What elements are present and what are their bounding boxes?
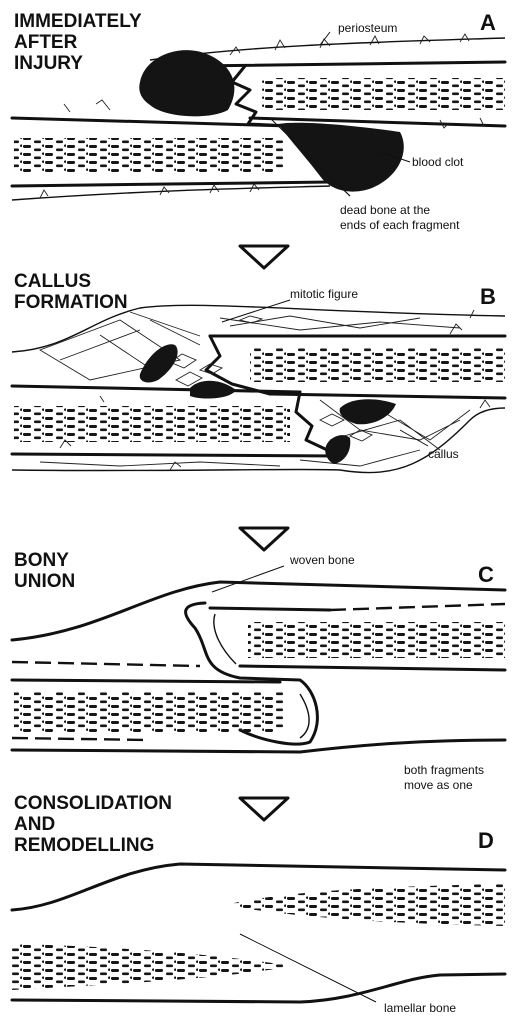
panel-a-heading-line-1: IMMEDIATELY [14, 11, 142, 32]
blood-clot [140, 344, 178, 382]
periosteum-line-lower [12, 186, 330, 200]
panel-c-heading-line-2: UNION [14, 571, 75, 592]
leader-periosteum [320, 32, 330, 45]
inner-cortex-right-top-dashed [330, 604, 505, 610]
bone-cortex-mid-right [270, 394, 505, 398]
panel-a-heading-line-3: INJURY [14, 53, 83, 74]
label-dead-bone-line-1: dead bone at the [340, 203, 430, 217]
panel-c-heading-line-1: BONY [14, 550, 69, 571]
leader-mitotic-figure [222, 300, 290, 322]
blood-clot [340, 399, 396, 424]
panel-a-heading-line-2: AFTER [14, 32, 78, 53]
inner-cortex-right-top [210, 608, 330, 610]
blood-clot [325, 435, 350, 464]
label-both-fragments-line-1: both fragments [404, 763, 484, 777]
panel-a: IMMEDIATELY AFTER INJURY A periosteum bl… [12, 10, 505, 232]
marrow-lower-left [14, 406, 290, 442]
down-arrow [240, 246, 288, 268]
marrow-upper-right [250, 348, 505, 382]
label-both-fragments-line-2: move as one [404, 778, 473, 792]
leader-woven-bone [212, 566, 284, 592]
panel-b: CALLUS FORMATION B mitotic figure callus [12, 271, 505, 473]
marrow-left [12, 944, 292, 990]
panel-d-heading-line-1: CONSOLIDATION [14, 793, 172, 814]
label-periosteum: periosteum [338, 21, 397, 35]
label-dead-bone-line-2: ends of each fragment [340, 218, 460, 232]
marrow-right [248, 622, 505, 658]
marrow-upper-right [262, 78, 505, 110]
inner-cortex-left-top [12, 662, 200, 666]
panel-d-heading-line-2: AND [14, 814, 55, 835]
label-lamellar-bone: lamellar bone [384, 1001, 456, 1015]
inner-cortex-left-mid [12, 680, 280, 682]
panel-b-letter: B [480, 284, 496, 309]
label-callus: callus [428, 447, 459, 461]
bone-cortex-lower-left [12, 182, 330, 186]
marrow-left [14, 692, 284, 732]
marrow-lower-left [14, 138, 284, 172]
inner-cortex-left-bottom [12, 738, 150, 740]
vessel [40, 34, 484, 198]
bone-cortex-lower-left [12, 454, 340, 456]
label-mitotic-figure: mitotic figure [290, 287, 358, 301]
down-arrow [240, 528, 288, 550]
label-blood-clot: blood clot [412, 155, 464, 169]
panel-a-letter: A [480, 10, 496, 35]
panel-c-letter: C [478, 562, 494, 587]
panel-d-letter: D [478, 828, 494, 853]
panel-c: BONY UNION C woven bone both fragments m… [12, 550, 505, 792]
down-arrow [240, 798, 288, 820]
inner-cortex-right-bottom [240, 666, 505, 670]
marrow-right [230, 884, 505, 926]
panel-d-heading-line-3: REMODELLING [14, 835, 154, 856]
label-woven-bone: woven bone [289, 553, 355, 567]
bone-cortex-upper-right [195, 62, 505, 66]
panel-b-heading-line-2: FORMATION [14, 292, 128, 313]
panel-d: CONSOLIDATION AND REMODELLING D lamellar… [12, 793, 505, 1015]
panel-b-heading-line-1: CALLUS [14, 271, 91, 292]
outer-cortex-lower [12, 740, 505, 752]
